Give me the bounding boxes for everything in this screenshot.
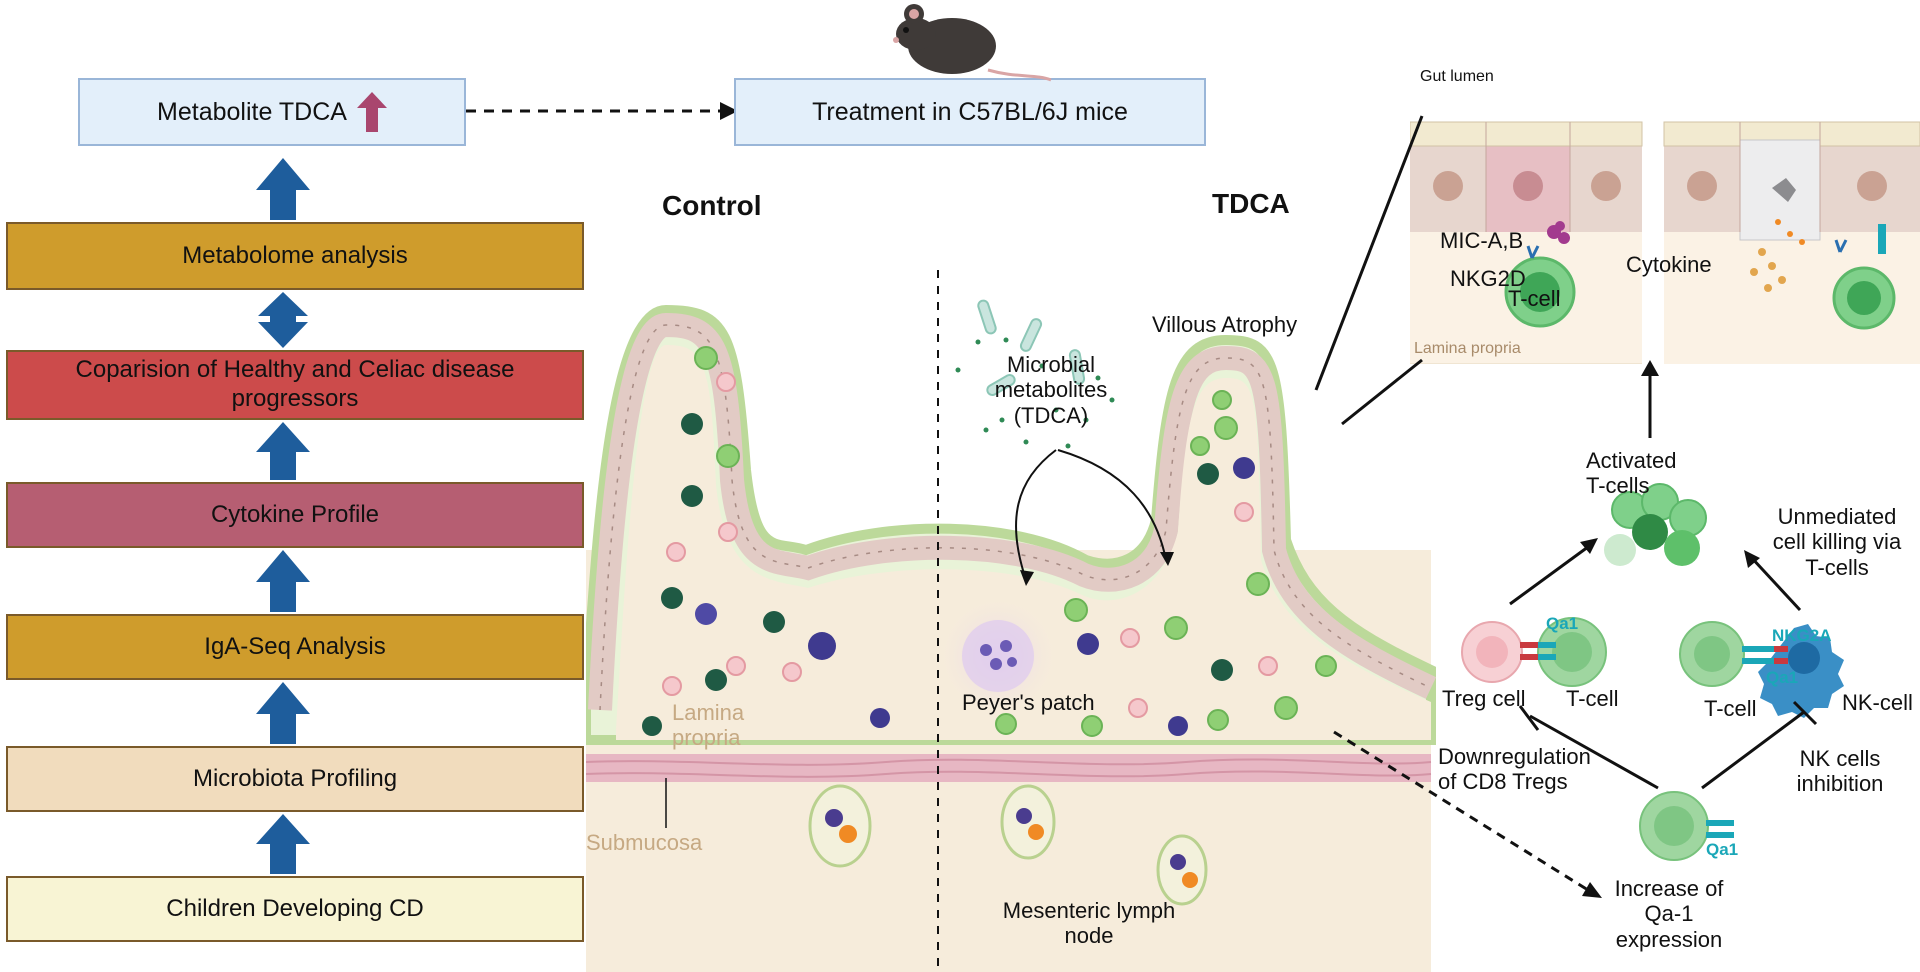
up-arrow-icon bbox=[256, 550, 310, 612]
treg-cell-label: Treg cell bbox=[1442, 686, 1526, 711]
treatment-label: Treatment in C57BL/6J mice bbox=[812, 97, 1128, 126]
nk-cell-label: NK-cell bbox=[1842, 690, 1913, 715]
step-microbiota-profiling: Microbiota Profiling bbox=[6, 746, 584, 812]
inset-lamina-propria-label: Lamina propria bbox=[1414, 340, 1521, 357]
gut-lumen-label: Gut lumen bbox=[1420, 68, 1494, 85]
villous-atrophy-label: Villous Atrophy bbox=[1152, 312, 1298, 337]
control-title: Control bbox=[662, 190, 762, 221]
callout-lines bbox=[1314, 115, 1424, 426]
mechanism-diagram bbox=[1461, 360, 1844, 861]
lamina-propria-label: Lamina propria bbox=[672, 700, 745, 751]
tdca-title: TDCA bbox=[1212, 188, 1290, 219]
nkg2d-label: NKG2D bbox=[1450, 266, 1526, 291]
up-arrow-icon bbox=[256, 682, 310, 744]
flow-arrows bbox=[256, 158, 310, 874]
up-arrow-icon bbox=[256, 422, 310, 480]
step-label: Metabolome analysis bbox=[182, 241, 408, 269]
mesenteric-lymph-node-label: Mesenteric lymph node bbox=[1002, 898, 1176, 949]
increase-arrow-icon bbox=[356, 92, 387, 132]
metabolite-tdca-box: Metabolite TDCA bbox=[78, 78, 466, 146]
step-igaseq-analysis: IgA-Seq Analysis bbox=[6, 614, 584, 680]
tcell-right-label: T-cell bbox=[1704, 696, 1757, 721]
step-label: Cytokine Profile bbox=[210, 500, 380, 528]
peyers-patch-label: Peyer's patch bbox=[962, 690, 1095, 715]
step-children-developing-cd: Children Developing CD bbox=[6, 876, 584, 942]
tcell-left-label: T-cell bbox=[1566, 686, 1619, 711]
qa1-dashed-arrow bbox=[1333, 730, 1602, 898]
inset-epithelium-panels bbox=[1410, 121, 1920, 364]
increase-qa1-label: Increase of Qa-1 expression bbox=[1614, 876, 1724, 952]
step-label: Microbiota Profiling bbox=[192, 764, 398, 792]
microbial-metabolites-label: Microbial metabolites (TDCA) bbox=[994, 352, 1108, 428]
submucosa-label: Submucosa bbox=[586, 830, 703, 855]
step-metabolome-analysis: Metabolome analysis bbox=[6, 222, 584, 290]
inset-tcell-label: T-cell bbox=[1508, 286, 1561, 311]
qa1-label-b: Qa1 bbox=[1766, 668, 1799, 687]
activated-tcells-label: Activated T-cells bbox=[1586, 448, 1677, 499]
qa1-label-c: Qa1 bbox=[1706, 840, 1739, 859]
unmediated-killing-label: Unmediated cell killing via T-cells bbox=[1772, 504, 1902, 580]
step-label: Children Developing CD bbox=[166, 894, 424, 922]
step-label: IgA-Seq Analysis bbox=[204, 632, 386, 660]
mouse-icon bbox=[893, 4, 1052, 82]
metabolite-tdca-label: Metabolite TDCA bbox=[157, 97, 347, 126]
up-arrow-icon bbox=[256, 814, 310, 874]
gut-tissue-illustration bbox=[586, 270, 1436, 972]
step-cytokine-profile: Cytokine Profile bbox=[6, 482, 584, 548]
qa1-label-a: Qa1 bbox=[1546, 614, 1579, 633]
step-label: Coparision of Healthy and Celiac disease… bbox=[75, 356, 515, 412]
step-comparison: Coparision of Healthy and Celiac disease… bbox=[6, 350, 584, 420]
nk-inhibition-label: NK cells inhibition bbox=[1796, 746, 1884, 797]
double-arrow-icon bbox=[258, 292, 308, 348]
mic-ab-label: MIC-A,B bbox=[1440, 228, 1524, 253]
dashed-connector bbox=[466, 102, 738, 120]
downregulation-label: Downregulation of CD8 Tregs bbox=[1438, 744, 1591, 795]
up-arrow-icon bbox=[256, 158, 310, 220]
treatment-box: Treatment in C57BL/6J mice bbox=[734, 78, 1206, 146]
cytokine-label: Cytokine bbox=[1626, 252, 1712, 277]
nkg2a-label: NKG2A bbox=[1772, 626, 1832, 645]
